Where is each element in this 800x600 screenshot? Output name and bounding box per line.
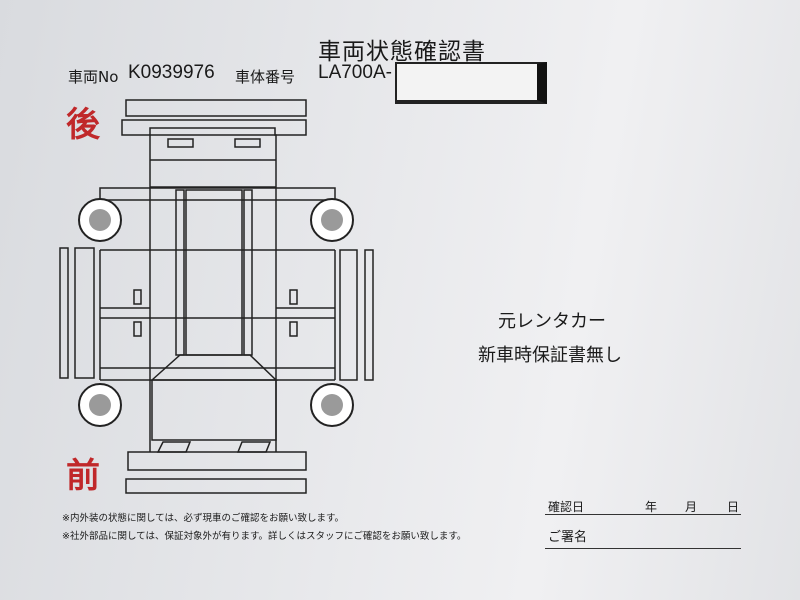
remark-interior-exterior: ※内外装の状態に関しては、必ず現車のご確認をお願い致します。 bbox=[62, 513, 345, 524]
month-label: 月 bbox=[685, 500, 698, 514]
chassis-no-label: 車体番号 bbox=[235, 68, 296, 86]
signature-label: ご署名 bbox=[548, 530, 588, 545]
confirmation-date-label: 確認日 bbox=[548, 500, 585, 514]
day-label: 日 bbox=[727, 500, 740, 514]
vehicle-no-value: K0939976 bbox=[128, 62, 215, 83]
year-label: 年 bbox=[645, 500, 658, 514]
rear-bumper bbox=[121, 99, 307, 136]
redaction-sticker bbox=[395, 62, 547, 104]
rear-label: 後 bbox=[66, 105, 100, 145]
trunk bbox=[149, 134, 277, 188]
hood bbox=[149, 354, 278, 453]
vehicle-no-label: 車両No bbox=[68, 68, 119, 86]
note-no-warranty-booklet: 新車時保証書無し bbox=[478, 345, 622, 366]
remark-aftermarket-parts: ※社外部品に関しては、保証対象外が有ります。詳しくはスタッフにご確認をお願い致し… bbox=[62, 531, 467, 542]
front-label: 前 bbox=[66, 456, 100, 496]
chassis-no-value: LA700A- bbox=[318, 62, 392, 83]
document-title: 車両状態確認書 bbox=[318, 39, 486, 65]
note-ex-rental: 元レンタカー bbox=[498, 311, 606, 332]
confirmation-date-field: 確認日 年 月 日 bbox=[545, 496, 741, 515]
body-outline bbox=[99, 187, 336, 440]
wheel-icon bbox=[78, 198, 354, 427]
front-bumper bbox=[125, 451, 307, 494]
signature-field: ご署名 bbox=[545, 526, 741, 549]
side-strips bbox=[59, 247, 374, 381]
